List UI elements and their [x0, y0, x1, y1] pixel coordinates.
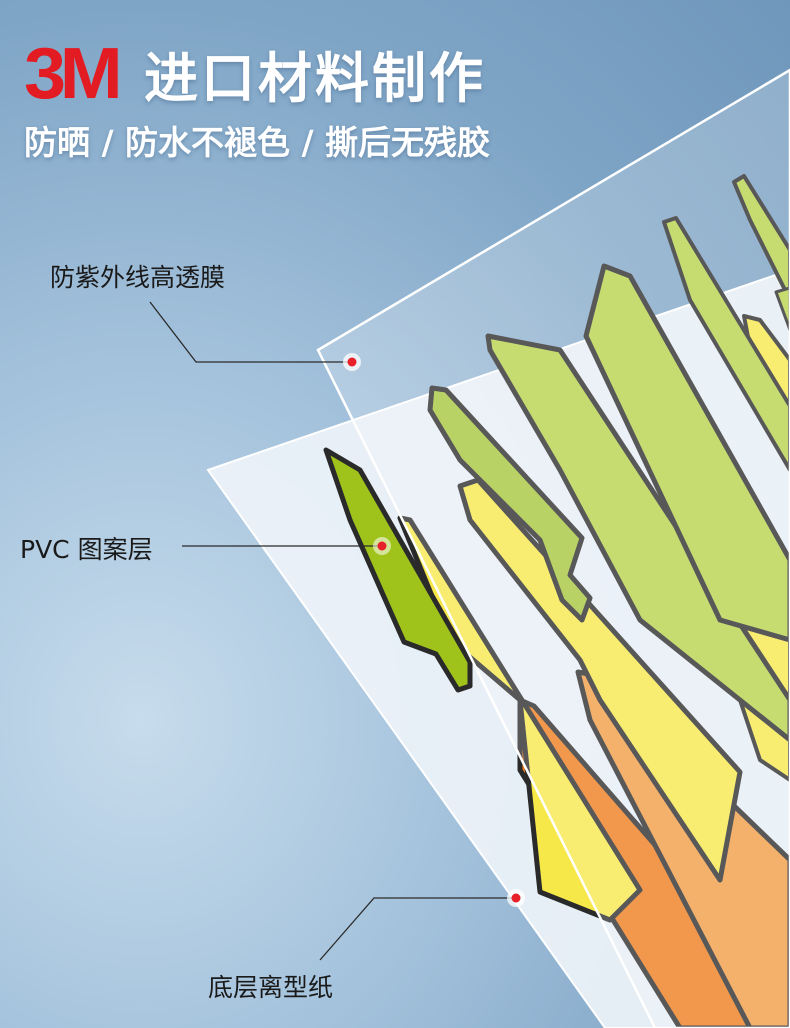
feature-subtitle: 防晒 / 防水不褪色 / 撕后无残胶 [24, 123, 491, 162]
marker-uv-film [343, 353, 361, 371]
green-stripe [427, 385, 593, 623]
brand-logo: 3M [24, 34, 123, 114]
marker-release-paper [507, 889, 525, 907]
green-stripe [662, 216, 790, 472]
leader-line-uv [149, 301, 352, 363]
leader-line-paper [319, 897, 516, 961]
release-paper-label: 底层离型纸 [208, 973, 334, 1002]
uv-film-label: 防紫外线高透膜 [50, 263, 226, 292]
marker-pvc [373, 537, 391, 555]
uv-film-sheet [316, 68, 790, 1028]
green-stripe [583, 263, 790, 643]
green-stripe [485, 333, 790, 743]
yellow-stripe [457, 477, 743, 883]
green-stripe [732, 174, 790, 302]
green-stripe [323, 447, 473, 693]
pvc-layer-label: PVC 图案层 [20, 535, 153, 564]
page-title: 进口材料制作 [144, 47, 486, 110]
green-stripe [774, 286, 790, 332]
